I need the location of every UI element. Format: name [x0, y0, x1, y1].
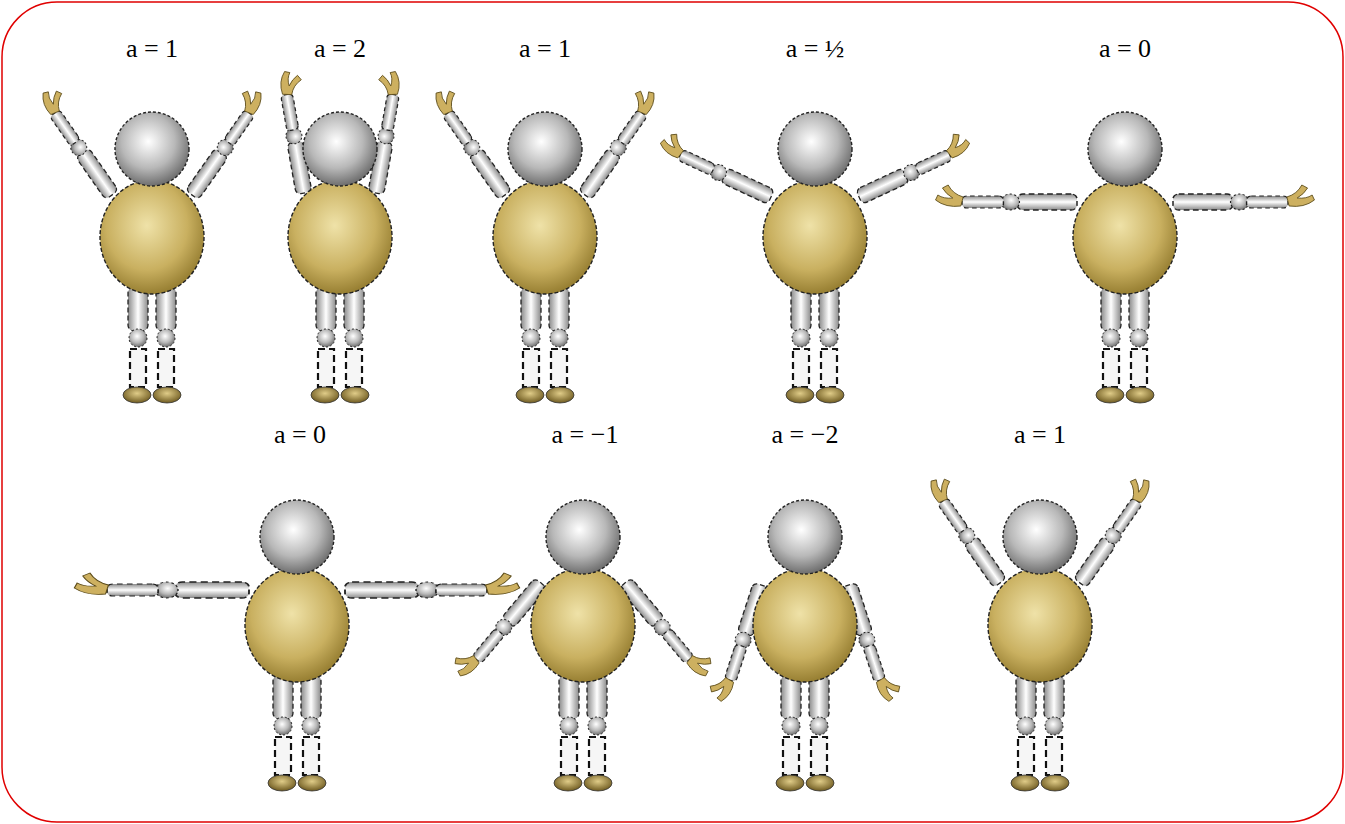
parameter-label: a = −1 — [552, 420, 619, 450]
parameter-label: a = 1 — [126, 34, 178, 64]
robot-figure — [275, 69, 405, 403]
robot-figure — [428, 84, 662, 403]
parameter-label: a = 0 — [1099, 34, 1151, 64]
parameter-label: a = 2 — [314, 34, 366, 64]
parameter-label: a = ½ — [786, 34, 845, 64]
robot-figure — [707, 500, 903, 791]
robot-figure — [923, 472, 1157, 791]
robot-figure — [936, 112, 1315, 403]
parameter-label: a = 0 — [274, 420, 326, 450]
parameter-label: a = 1 — [519, 34, 571, 64]
parameter-label: a = −2 — [772, 420, 839, 450]
robot-figure — [74, 500, 519, 791]
robot-figure — [656, 112, 974, 403]
robot-figure — [449, 500, 717, 791]
parameter-label: a = 1 — [1014, 420, 1066, 450]
robot-figure — [35, 84, 269, 403]
